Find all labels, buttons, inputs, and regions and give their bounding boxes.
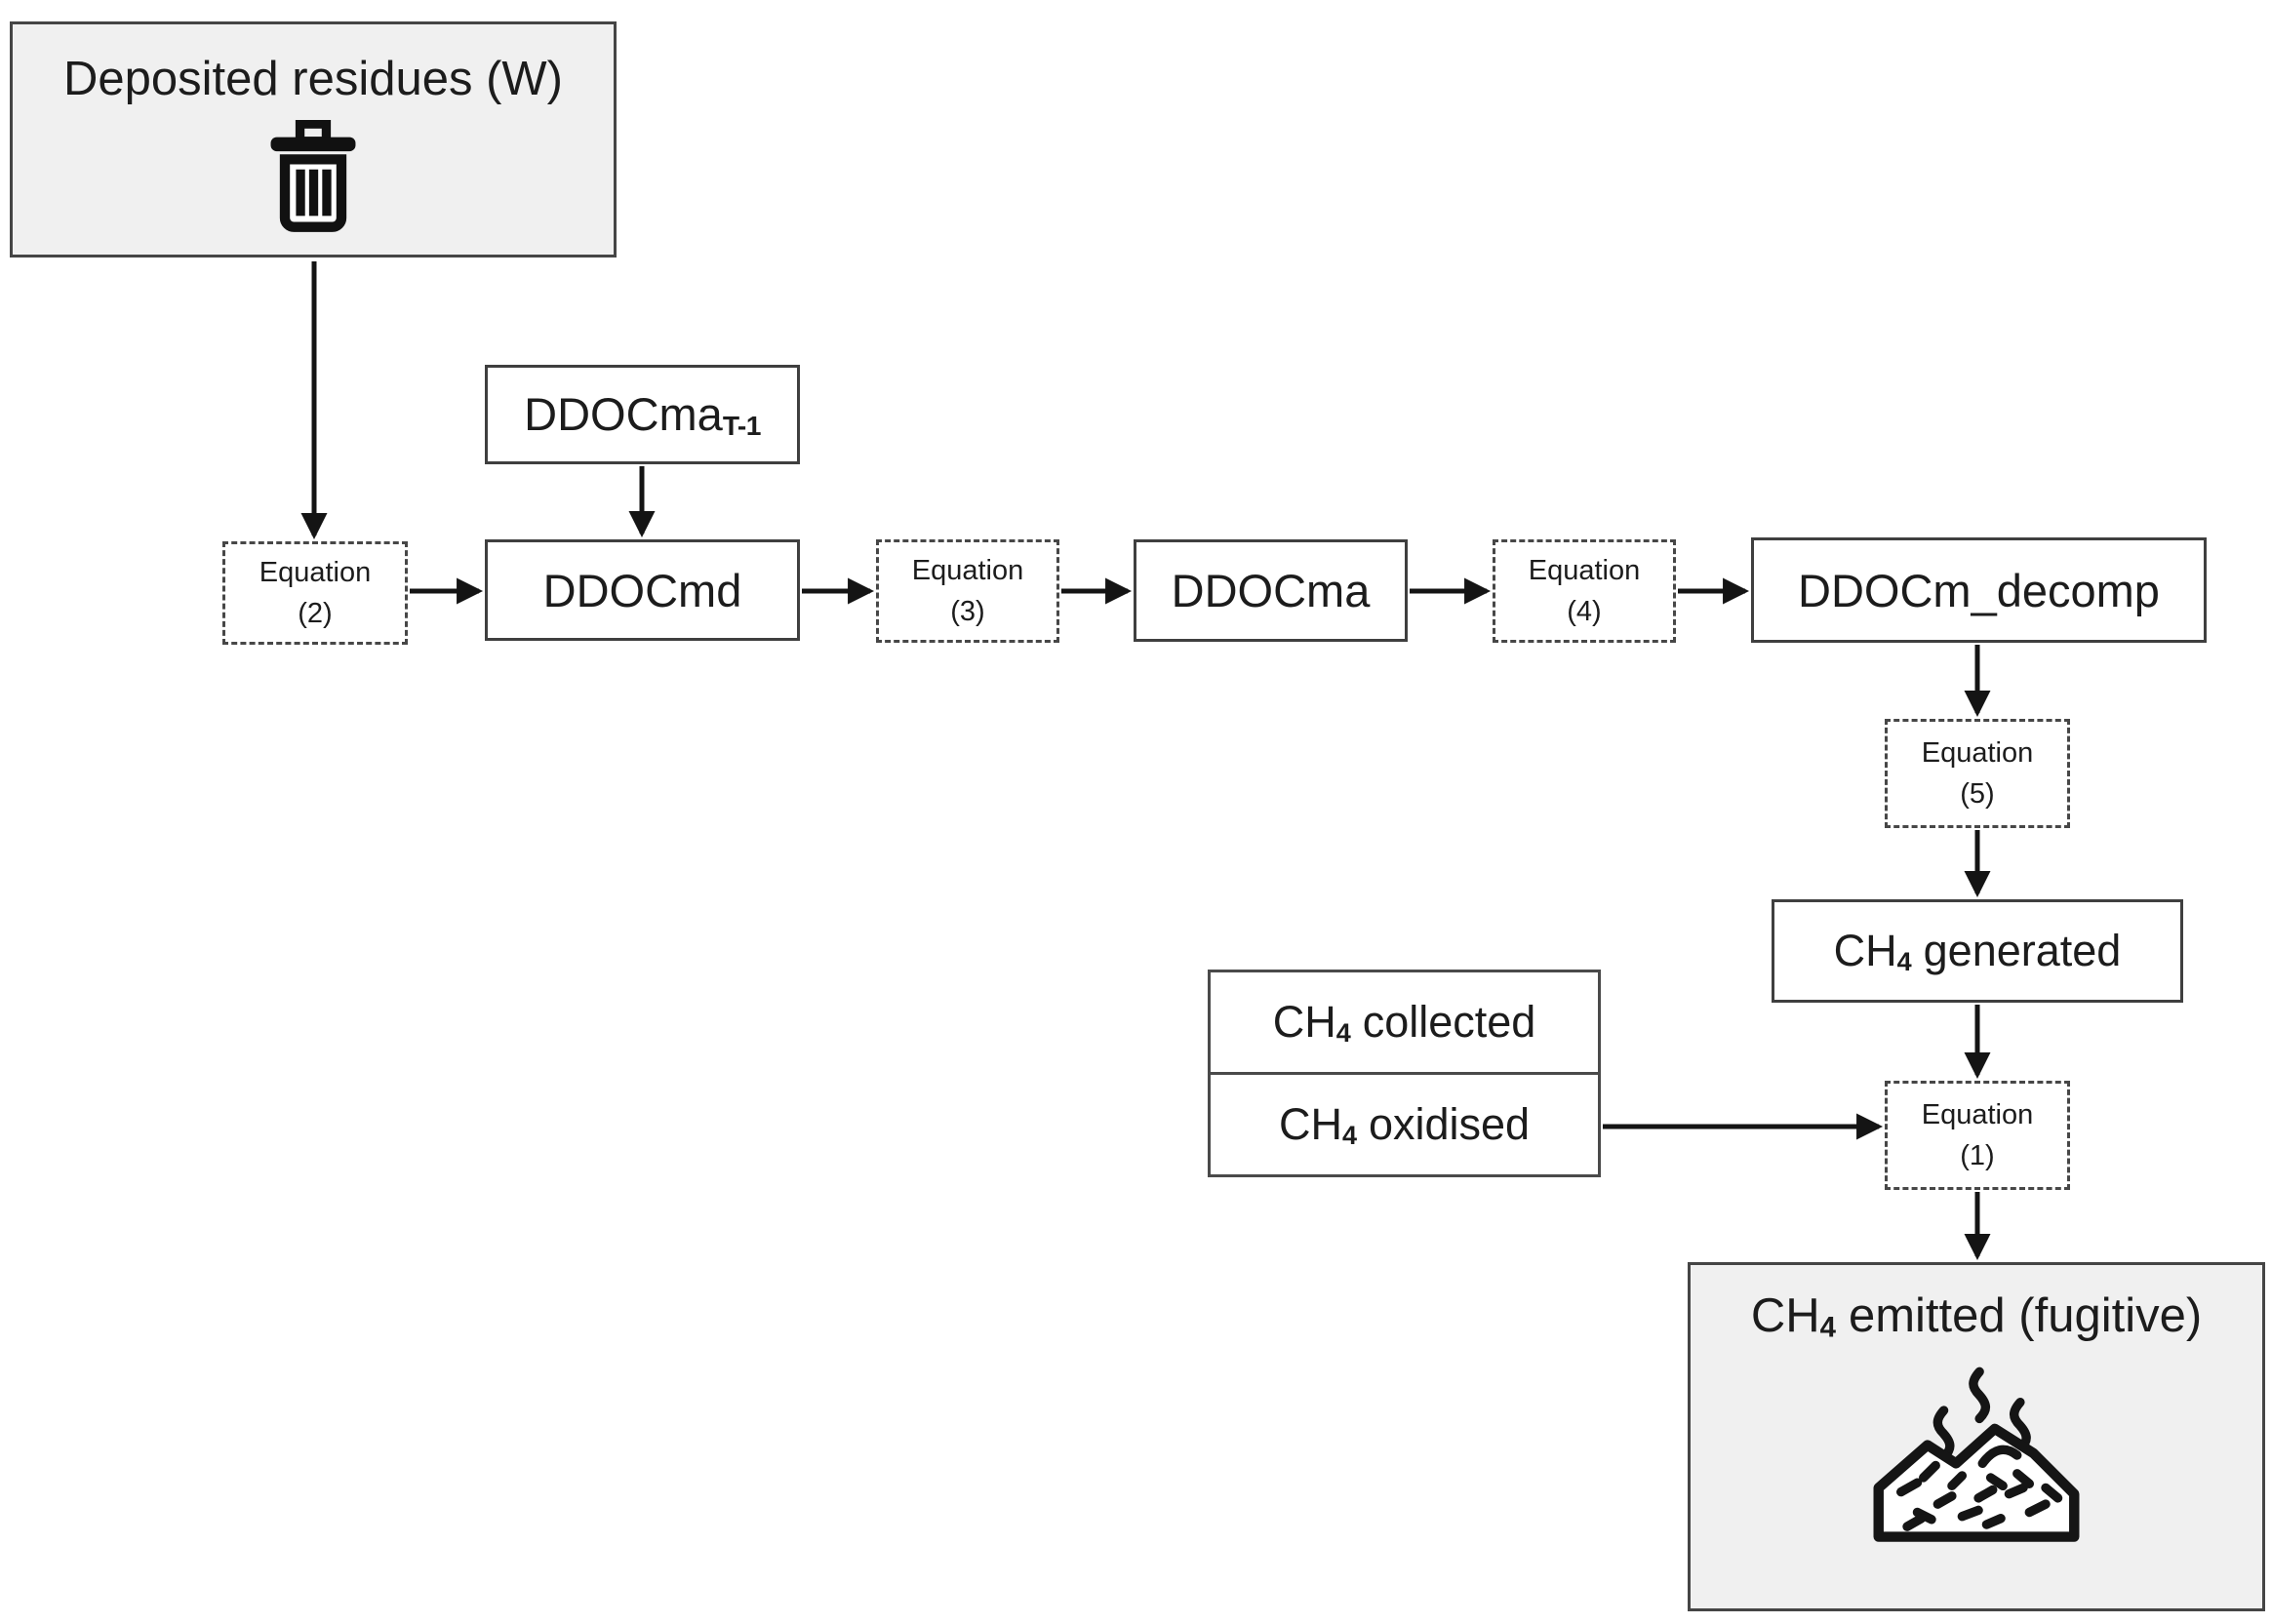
equation-label: Equation <box>1528 554 1641 586</box>
node-ch4-oxidised: CH4 oxidised <box>1211 1075 1598 1174</box>
node-ch4-collected-oxidised: CH4 collected CH4 oxidised <box>1208 970 1601 1177</box>
node-equation-5: Equation (5) <box>1885 719 2070 828</box>
equation-number: (5) <box>1960 778 1995 810</box>
node-label: Deposited residues (W) <box>63 53 563 105</box>
node-equation-1: Equation (1) <box>1885 1081 2070 1190</box>
node-deposited-residues: Deposited residues (W) <box>10 21 617 257</box>
equation-label: Equation <box>911 554 1024 586</box>
node-label: DDOCmd <box>542 564 742 616</box>
node-equation-3: Equation (3) <box>876 539 1059 643</box>
node-label: DDOCma <box>1171 565 1371 616</box>
node-equation-4: Equation (4) <box>1493 539 1676 643</box>
equation-number: (4) <box>1567 596 1602 627</box>
node-label: CH4 collected <box>1272 996 1536 1048</box>
equation-label: Equation <box>259 556 372 588</box>
node-equation-2: Equation (2) <box>222 541 408 645</box>
node-label: DDOCmaT-1 <box>524 387 761 442</box>
equation-number: (3) <box>950 596 985 627</box>
equation-label: Equation <box>1921 736 2034 769</box>
node-ch4-generated: CH4 generated <box>1772 899 2183 1003</box>
equation-label: Equation <box>1921 1098 2034 1130</box>
node-ddocma-t1: DDOCmaT-1 <box>485 365 800 464</box>
equation-number: (1) <box>1960 1140 1995 1171</box>
node-label: CH4 emitted (fugitive) <box>1750 1289 2203 1344</box>
node-label: CH4 generated <box>1833 925 2122 976</box>
node-ddocmd: DDOCmd <box>485 539 800 641</box>
node-ch4-emitted: CH4 emitted (fugitive) <box>1688 1262 2265 1611</box>
trash-can-icon <box>270 120 356 232</box>
equation-number: (2) <box>298 598 333 629</box>
waste-pile-smoke-icon <box>1873 1367 2080 1543</box>
node-ddocma: DDOCma <box>1134 539 1408 642</box>
node-label: CH4 oxidised <box>1278 1098 1531 1150</box>
node-label: DDOCm_decomp <box>1798 564 2160 616</box>
node-ch4-collected: CH4 collected <box>1211 972 1598 1075</box>
node-ddocm-decomp: DDOCm_decomp <box>1751 537 2207 643</box>
